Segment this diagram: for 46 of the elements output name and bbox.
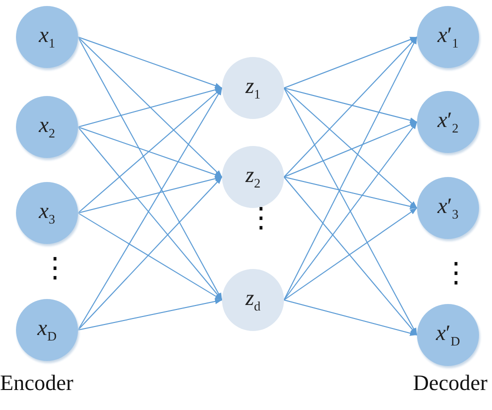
- variable-label: x′$_{1}$: [437, 22, 459, 52]
- neuron-circle: [16, 6, 78, 68]
- arrow: [78, 126, 222, 178]
- ellipsis-label: ⋮: [41, 255, 69, 283]
- arrow: [78, 212, 222, 300]
- variable-label: x′$_{2}$: [437, 107, 459, 137]
- variable-label: z$_{2}$: [245, 162, 261, 192]
- arrow: [78, 36, 222, 178]
- arrow: [78, 176, 222, 330]
- layer-label: Decoder: [413, 370, 488, 396]
- variable-label: x′$_{D}$: [436, 320, 460, 350]
- variable-label: z$_{d}$: [245, 285, 261, 315]
- arrow: [284, 300, 418, 336]
- arrow: [78, 298, 222, 330]
- variable-label: x$_{1}$: [38, 22, 56, 52]
- variable-label: x′$_{3}$: [437, 193, 459, 223]
- arrow: [78, 36, 222, 300]
- layer-label: Encoder: [0, 370, 74, 396]
- arrow: [284, 36, 418, 300]
- variable-label: x$_{2}$: [38, 112, 56, 142]
- neuron-circle: [417, 6, 479, 68]
- variable-label: x$_{D}$: [37, 315, 57, 345]
- arrow: [284, 176, 418, 336]
- arrow: [78, 36, 222, 88]
- arrow: [78, 88, 222, 330]
- arrow: [78, 176, 222, 214]
- arrow: [78, 87, 222, 128]
- neuron-circle: [417, 91, 479, 153]
- arrow: [284, 176, 418, 210]
- arrow: [284, 122, 418, 178]
- ellipsis-label: ⋮: [247, 205, 275, 233]
- neuron-circle: [417, 177, 479, 239]
- arrow: [284, 122, 418, 300]
- variable-label: z$_{1}$: [245, 73, 261, 103]
- arrow: [284, 208, 418, 300]
- ellipsis-label: ⋮: [442, 260, 470, 288]
- arrow: [284, 36, 418, 178]
- arrow: [284, 88, 418, 336]
- arrow: [284, 88, 418, 123]
- neuron-circle: [417, 304, 479, 366]
- neuron-circle: [16, 182, 78, 244]
- arrow: [78, 88, 222, 214]
- arrow: [284, 36, 418, 88]
- neuron-circle: [16, 96, 78, 158]
- neuron-circle: [16, 299, 78, 361]
- variable-label: x$_{3}$: [38, 198, 56, 228]
